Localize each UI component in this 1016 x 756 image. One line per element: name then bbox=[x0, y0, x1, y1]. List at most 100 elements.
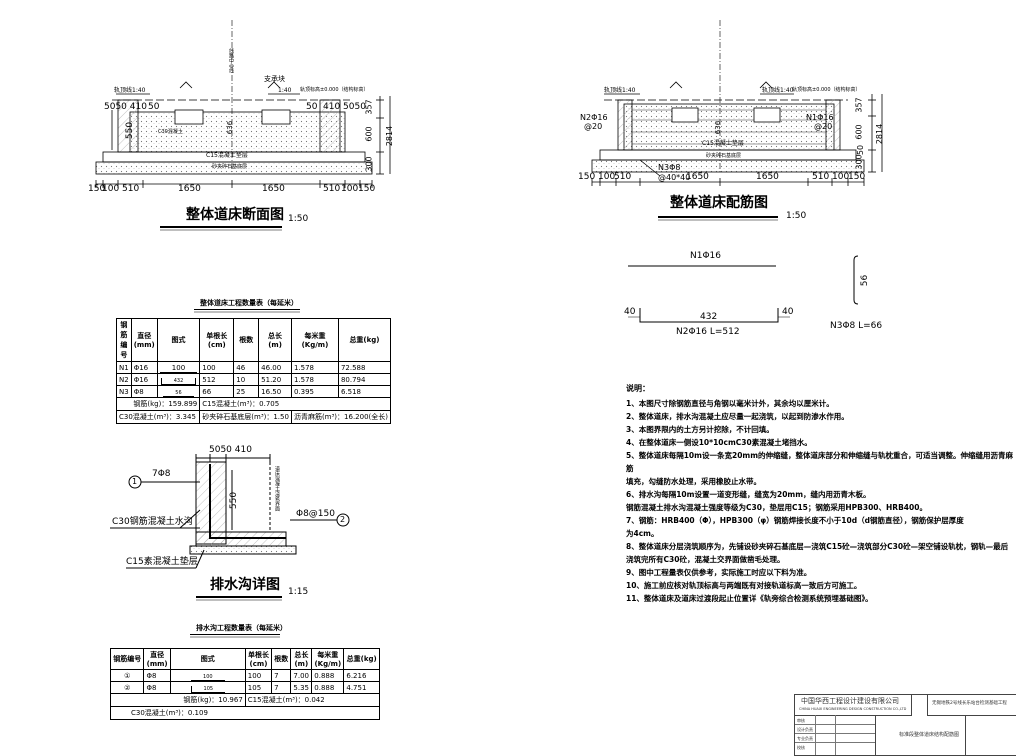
table-row: N2 Φ16 432 512 10 51.20 1.578 80.794 bbox=[116, 373, 392, 386]
rebar-title: 整体道床配筋图 bbox=[670, 195, 768, 211]
rebar-dim-right-1: 600 bbox=[854, 124, 864, 140]
title-block-company-en: CHINA HUAXI ENGINEERING DESIGN CONSTRUCT… bbox=[799, 707, 907, 711]
drain-label-vertical: 道床混凝土浇筑界面 bbox=[274, 466, 280, 511]
table-cell: N1 bbox=[116, 361, 132, 374]
section-dim-50b: 50 bbox=[306, 102, 318, 112]
table-cell: N2 bbox=[116, 373, 132, 386]
section-dim-550: 550 bbox=[125, 121, 136, 140]
drain-label-1: 7Φ8 bbox=[152, 469, 171, 479]
bar-n2-mid: 432 bbox=[700, 312, 718, 322]
table-cell: 56 bbox=[156, 385, 201, 398]
notes-item: 5、整体道床每隔10m设一条宽20mm的伸缩缝，整体道床部分和伸缩缝与轨枕重合，… bbox=[626, 451, 1014, 473]
title-block-company: 中国华西工程设计建设有限公司 bbox=[801, 697, 899, 705]
title-block-row1: 审核 bbox=[797, 718, 805, 723]
table-cell: 5.35 bbox=[290, 681, 313, 694]
table-cell: 100 bbox=[169, 669, 246, 682]
section-dim-bottom-7: 150 bbox=[358, 184, 376, 194]
table1-h6: 每米重 (Kg/m) bbox=[290, 318, 339, 362]
drain-drawing bbox=[110, 454, 350, 569]
bar-n3-dim: 56 bbox=[860, 274, 871, 287]
table-cell: 105 bbox=[169, 681, 246, 694]
table-cell: 512 bbox=[199, 373, 235, 386]
bar-n2-right: 40 bbox=[782, 307, 794, 317]
notes-item: 1、本图尺寸除钢筋直径与角钢以毫米计外，其余均以厘米计。 bbox=[626, 399, 834, 408]
table1-h3: 单根长 (cm) bbox=[199, 318, 235, 362]
table-row: 钢筋(kg)：10.967 C15混凝土(m³)：0.042 bbox=[110, 693, 381, 707]
notes: 说明： 1、本图尺寸除钢筋直径与角钢以毫米计外，其余均以厘米计。 2、整体道床，… bbox=[626, 382, 1016, 605]
section-dim-bottom-6: 100 bbox=[341, 184, 359, 194]
table1-title: 整体道床工程数量表（每延米） bbox=[200, 299, 298, 307]
notes-item: 9、图中工程量表仅供参考，实际施工时应以下料为准。 bbox=[626, 568, 812, 577]
section-dim-bottom-5: 510 bbox=[323, 184, 341, 194]
table-cell: Φ16 bbox=[130, 361, 158, 374]
table-cell: ② bbox=[109, 681, 145, 694]
drain-circle-1: 1 bbox=[132, 477, 138, 486]
table-cell: 0.888 bbox=[311, 669, 345, 682]
rebar-dim-636: 636 bbox=[714, 120, 723, 135]
section-dim-50a: 50 bbox=[148, 102, 160, 112]
table2-h7: 总重(kg) bbox=[343, 648, 380, 670]
table-cell: 46 bbox=[233, 361, 260, 374]
notes-item: 钢筋混凝土排水沟混凝土强度等级为C30，垫层用C15；钢筋采用HPB300、HR… bbox=[626, 503, 927, 512]
table2-title: 排水沟工程数量表（每延米） bbox=[196, 624, 287, 632]
table1-h1: 直径 (mm) bbox=[130, 318, 158, 362]
notes-item: 10、施工前应核对轨顶标高与两端既有对接轨道标高一致后方可施工。 bbox=[626, 581, 862, 590]
table-cell: Φ8 bbox=[143, 681, 171, 694]
rebar-n2-label: N2Φ16 bbox=[580, 113, 608, 122]
section-label-sand: 砂夹碎石基底层 bbox=[212, 164, 248, 170]
rebar-dim-bottom-4: 1650 bbox=[756, 172, 779, 182]
title-block-row4: 校核 bbox=[797, 745, 805, 750]
table2-h1: 直径 (mm) bbox=[143, 648, 171, 670]
table2-h6: 每米重 (Kg/m) bbox=[311, 648, 345, 670]
table1-h5: 总长 (m) bbox=[258, 318, 292, 362]
table2-header: 钢筋编号 直径 (mm) 图式 单根长 (cm) 根数 总长 (m) 每米重 (… bbox=[109, 648, 380, 670]
rebar-n2-spacing: @20 bbox=[584, 122, 603, 131]
section-dim-636: 636 bbox=[226, 120, 235, 135]
table2-sum3: C30混凝土(m³)：0.109 bbox=[110, 706, 380, 720]
section-dim-right-3: 2814 bbox=[385, 125, 395, 147]
bar-n2-label: N2Φ16 L=512 bbox=[676, 327, 740, 337]
table1-h0: 钢筋编号 bbox=[116, 318, 132, 362]
notes-item: 4、在整体道床一侧设10*10cmC30素混凝土堵挡水。 bbox=[626, 438, 812, 447]
section-dim-right-1: 600 bbox=[364, 126, 374, 142]
table-cell: Φ8 bbox=[143, 669, 171, 682]
drain-title: 排水沟详图 bbox=[210, 577, 280, 593]
bar-n1-label: N1Φ16 bbox=[690, 251, 721, 261]
table-cell: 10 bbox=[233, 373, 260, 386]
table-cell: 432 bbox=[156, 373, 201, 386]
rebar-n1-label: N1Φ16 bbox=[806, 113, 834, 122]
table-cell: Φ8 bbox=[130, 385, 158, 398]
rebar-dim-bottom-2: 510 bbox=[614, 172, 632, 182]
table-cell: ① bbox=[109, 669, 145, 682]
rebar-dim-right-3: 300 bbox=[854, 154, 864, 170]
table-cell: 100 bbox=[199, 361, 235, 374]
rebar-label-rail-top: 轨顶标高±0.000（结构标高） bbox=[792, 87, 861, 93]
section-label-block: 支承块 bbox=[264, 75, 285, 83]
table1-h7: 总重(kg) bbox=[337, 318, 392, 362]
section-dims-top-right: 410 5050 bbox=[323, 102, 366, 112]
title-block-project: 无锡地铁2号线长乐站台检测基础工程 bbox=[932, 701, 1007, 706]
rebar-dim-bottom-0: 150 bbox=[578, 172, 596, 182]
rebar-n3-spacing: @40*40 bbox=[658, 173, 691, 182]
table2-sum1: 钢筋(kg)：10.967 bbox=[110, 693, 246, 707]
rebar-dim-1-40b: 轨顶线1:40 bbox=[762, 87, 794, 94]
table-row: C30混凝土(m³)：3.345 砂夹碎石基底层(m³)：1.50 沥青麻筋(m… bbox=[115, 410, 392, 424]
section-dim-1-40a: 轨顶线1:40 bbox=[114, 87, 146, 94]
table1-sum2: C15混凝土(m³)：0.705 bbox=[199, 397, 391, 411]
rebar-drawing bbox=[591, 20, 883, 186]
notes-item: 3、本图界限内的土方另计挖除，不计回填。 bbox=[626, 425, 774, 434]
rebar-dim-bottom-3: 1650 bbox=[686, 172, 709, 182]
bar-shapes bbox=[628, 255, 859, 323]
section-dims-top-left: 5050 410 bbox=[104, 102, 147, 112]
notes-item: 2、整体道床，排水沟混凝土应尽量一起浇筑，以起到防渗水作用。 bbox=[626, 412, 849, 421]
table-cell: 7.00 bbox=[290, 669, 313, 682]
table1-h2: 图式 bbox=[156, 318, 201, 362]
table1-sum4: 砂夹碎石基底层(m³)：1.50 bbox=[199, 410, 292, 424]
table-cell: 6.216 bbox=[343, 669, 380, 682]
notes-heading: 说明： bbox=[626, 384, 650, 393]
table-cell: 7 bbox=[271, 681, 292, 694]
drain-label-c15: C15素混凝土垫层 bbox=[126, 557, 198, 567]
rebar-dim-bottom-1: 100 bbox=[598, 172, 616, 182]
title-block: 中国华西工程设计建设有限公司 CHINA HUAXI ENGINEERING D… bbox=[794, 694, 1016, 756]
